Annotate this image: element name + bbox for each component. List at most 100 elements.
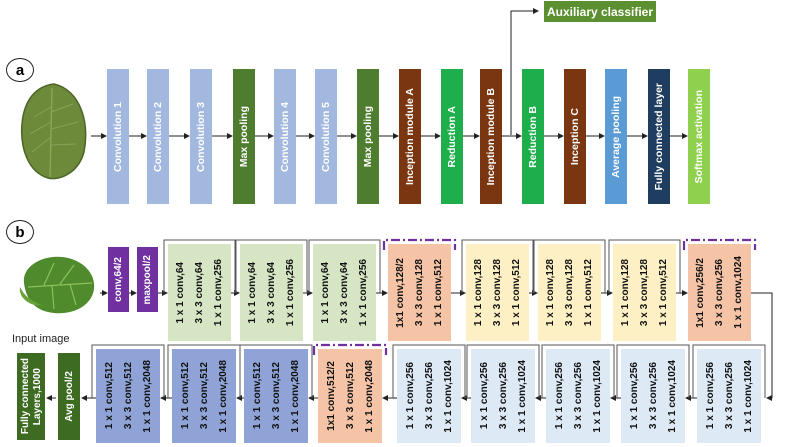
layer-spec-label: 1 x 1 conv,2048 [289, 359, 301, 433]
leaf-image-b [19, 256, 95, 314]
layer-spec-label: 3 x 3 conv,512 [344, 362, 356, 430]
layer-spec-label: 1 x 1 conv,512 [251, 362, 263, 430]
layer-spec-label: 1 x 1 conv,2048 [363, 359, 375, 433]
row1-block-5: 1 x 1 conv,128 3 x 3 conv,128 1 x 1 conv,5… [466, 244, 529, 341]
layer-fully-connected-layer-14: Fully connected layer [648, 69, 670, 204]
layer-spec-label: 1 x 1 conv,512 [658, 258, 669, 327]
layer-spec-label: 3 x 3 conv,512 [122, 362, 134, 430]
layer-spec-label: 1 x 1 conv,1024 [442, 359, 454, 433]
stem-maxpool-2: maxpool/2 [137, 247, 158, 312]
layer-inception-module-b-10: Inception module B [480, 69, 502, 204]
layer-spec-label: 1 x 1 conv,256 [404, 362, 416, 430]
layer-spec-label: 1 x 1 conv,512 [583, 258, 594, 327]
layer-spec-label: 1 x 1 conv,1024 [733, 256, 744, 329]
layer-spec-label: 3 x 3 conv,256 [497, 362, 509, 430]
layer-spec-label: 1 x 1 conv,256 [628, 362, 640, 430]
layer-spec-label: 1 x 1 conv,256 [213, 258, 224, 327]
panel-b-label: b [6, 220, 34, 244]
layer-spec-label: 3 x 3 conv,128 [492, 258, 503, 327]
row1-block-4: 1x1 conv,128/2 3 x 3 conv,128 1 x 1 conv,5… [388, 244, 451, 341]
layer-spec-label: 1 x 1 conv,64 [247, 261, 258, 324]
row2-block-3: 1 x 1 conv,512 3 x 3 conv,512 1 x 1 conv,2… [244, 349, 308, 443]
layer-reduction-a-9: Reduction A [441, 69, 463, 204]
head-label: Fully connected [19, 358, 31, 435]
stem-conv-64-2: conv,64/2 [108, 247, 129, 312]
layer-spec-label: 3 x 3 conv,512 [270, 362, 282, 430]
row2-block-6: 1 x 1 conv,256 3 x 3 conv,256 1 x 1 conv,1… [471, 349, 535, 443]
layer-spec-label: 1 x 1 conv,1024 [516, 359, 528, 433]
layer-spec-label: 3 x 3 conv,128 [414, 258, 425, 327]
avg-pool: Avg pool/2 [58, 353, 80, 440]
layer-spec-label: 1 x 1 conv,128 [620, 258, 631, 327]
layer-inception-c-12: Inception C [564, 69, 586, 204]
layer-spec-label: 3 x 3 conv,64 [194, 261, 205, 324]
layer-spec-label: 3 x 3 conv,128 [564, 258, 575, 327]
layer-spec-label: 1 x 1 conv,1024 [742, 359, 754, 433]
layer-spec-label: 1 x 1 conv,512 [511, 258, 522, 327]
layer-spec-label: 1 x 1 conv,1024 [591, 359, 603, 433]
row1-block-2: 1 x 1 conv,64 3 x 3 conv,64 1 x 1 conv,256 [240, 244, 303, 341]
layer-spec-label: 3 x 3 conv,256 [572, 362, 584, 430]
head-label: Avg pool/2 [63, 371, 75, 422]
layer-spec-label: 3 x 3 conv,256 [647, 362, 659, 430]
layer-spec-label: 1 x 1 conv,64 [320, 261, 331, 324]
row2-block-2: 1 x 1 conv,512 3 x 3 conv,512 1 x 1 conv,2… [172, 349, 236, 443]
row1-block-1: 1 x 1 conv,64 3 x 3 conv,64 1 x 1 conv,256 [168, 244, 231, 341]
layer-spec-label: 3 x 3 conv,64 [339, 261, 350, 324]
layer-spec-label: 3 x 3 conv,256 [723, 362, 735, 430]
layer-convolution-3-3: Convolution 3 [190, 69, 212, 204]
layer-spec-label: 3 x 3 conv,512 [198, 362, 210, 430]
row1-block-6: 1 x 1 conv,128 3 x 3 conv,128 1 x 1 conv,5… [538, 244, 601, 341]
layer-spec-label: 1 x 1 conv,2048 [217, 359, 229, 433]
auxiliary-classifier: Auxiliary classifier [544, 1, 656, 22]
panel-a-label: a [6, 58, 34, 82]
layer-convolution-5-6: Convolution 5 [315, 69, 337, 204]
stem-label: conv,64/2 [113, 257, 124, 302]
layer-spec-label: 1 x 1 conv,128 [473, 258, 484, 327]
layer-spec-label: 1 x 1 conv,256 [358, 258, 369, 327]
layer-spec-label: 1 x 1 conv,128 [545, 258, 556, 327]
layer-max-pooling-7: Max pooling [357, 69, 379, 204]
layer-spec-label: 3 x 3 conv,256 [423, 362, 435, 430]
layer-spec-label: 1x1 conv,128/2 [395, 257, 406, 328]
layer-spec-label: 1x1 conv,512/2 [325, 361, 337, 431]
layer-spec-label: 1 x 1 conv,1024 [666, 359, 678, 433]
stem-label: maxpool/2 [142, 254, 153, 305]
row2-block-4: 1x1 conv,512/2 3 x 3 conv,512 1 x 1 conv,2… [318, 349, 382, 443]
layer-spec-label: 1 x 1 conv,256 [553, 362, 565, 430]
row1-block-7: 1 x 1 conv,128 3 x 3 conv,128 1 x 1 conv,5… [613, 244, 676, 341]
head-label: Layers,1000 [31, 367, 43, 426]
layer-convolution-2-2: Convolution 2 [147, 69, 169, 204]
layer-spec-label: 1 x 1 conv,2048 [141, 359, 153, 433]
row2-block-7: 1 x 1 conv,256 3 x 3 conv,256 1 x 1 conv,1… [546, 349, 610, 443]
layer-spec-label: 1 x 1 conv,512 [433, 258, 444, 327]
layer-spec-label: 3 x 3 conv,64 [266, 261, 277, 324]
layer-convolution-1-1: Convolution 1 [107, 69, 129, 204]
input-image-caption: Input image [12, 333, 70, 345]
layer-spec-label: 1 x 1 conv,256 [285, 258, 296, 327]
leaf-image-a [20, 83, 87, 180]
layer-spec-label: 1 x 1 conv,256 [704, 362, 716, 430]
layer-spec-label: 1x1 conv,256/2 [695, 257, 706, 328]
layer-spec-label: 1 x 1 conv,256 [478, 362, 490, 430]
layer-spec-label: 1 x 1 conv,64 [175, 261, 186, 324]
row2-block-8: 1 x 1 conv,256 3 x 3 conv,256 1 x 1 conv,1… [621, 349, 685, 443]
row1-block-3: 1 x 1 conv,64 3 x 3 conv,64 1 x 1 conv,256 [313, 244, 376, 341]
layer-inception-module-a-8: Inception module A [399, 69, 421, 204]
layer-average-pooling-13: Average pooling [605, 69, 627, 204]
layer-spec-label: 3 x 3 conv,256 [714, 258, 725, 327]
layer-spec-label: 1 x 1 conv,512 [179, 362, 191, 430]
row1-block-8: 1x1 conv,256/2 3 x 3 conv,256 1 x 1 conv,1… [688, 244, 751, 341]
layer-spec-label: 3 x 3 conv,128 [639, 258, 650, 327]
layer-max-pooling-4: Max pooling [233, 69, 255, 204]
row2-block-5: 1 x 1 conv,256 3 x 3 conv,256 1 x 1 conv,1… [397, 349, 461, 443]
row2-block-9: 1 x 1 conv,256 3 x 3 conv,256 1 x 1 conv,1… [697, 349, 761, 443]
layer-spec-label: 1 x 1 conv,512 [103, 362, 115, 430]
layer-softmax-activation-15: Softmax activation [688, 69, 710, 204]
layer-reduction-b-11: Reduction B [522, 69, 544, 204]
layer-convolution-4-5: Convolution 4 [274, 69, 296, 204]
row2-block-1: 1 x 1 conv,512 3 x 3 conv,512 1 x 1 conv,2… [96, 349, 160, 443]
